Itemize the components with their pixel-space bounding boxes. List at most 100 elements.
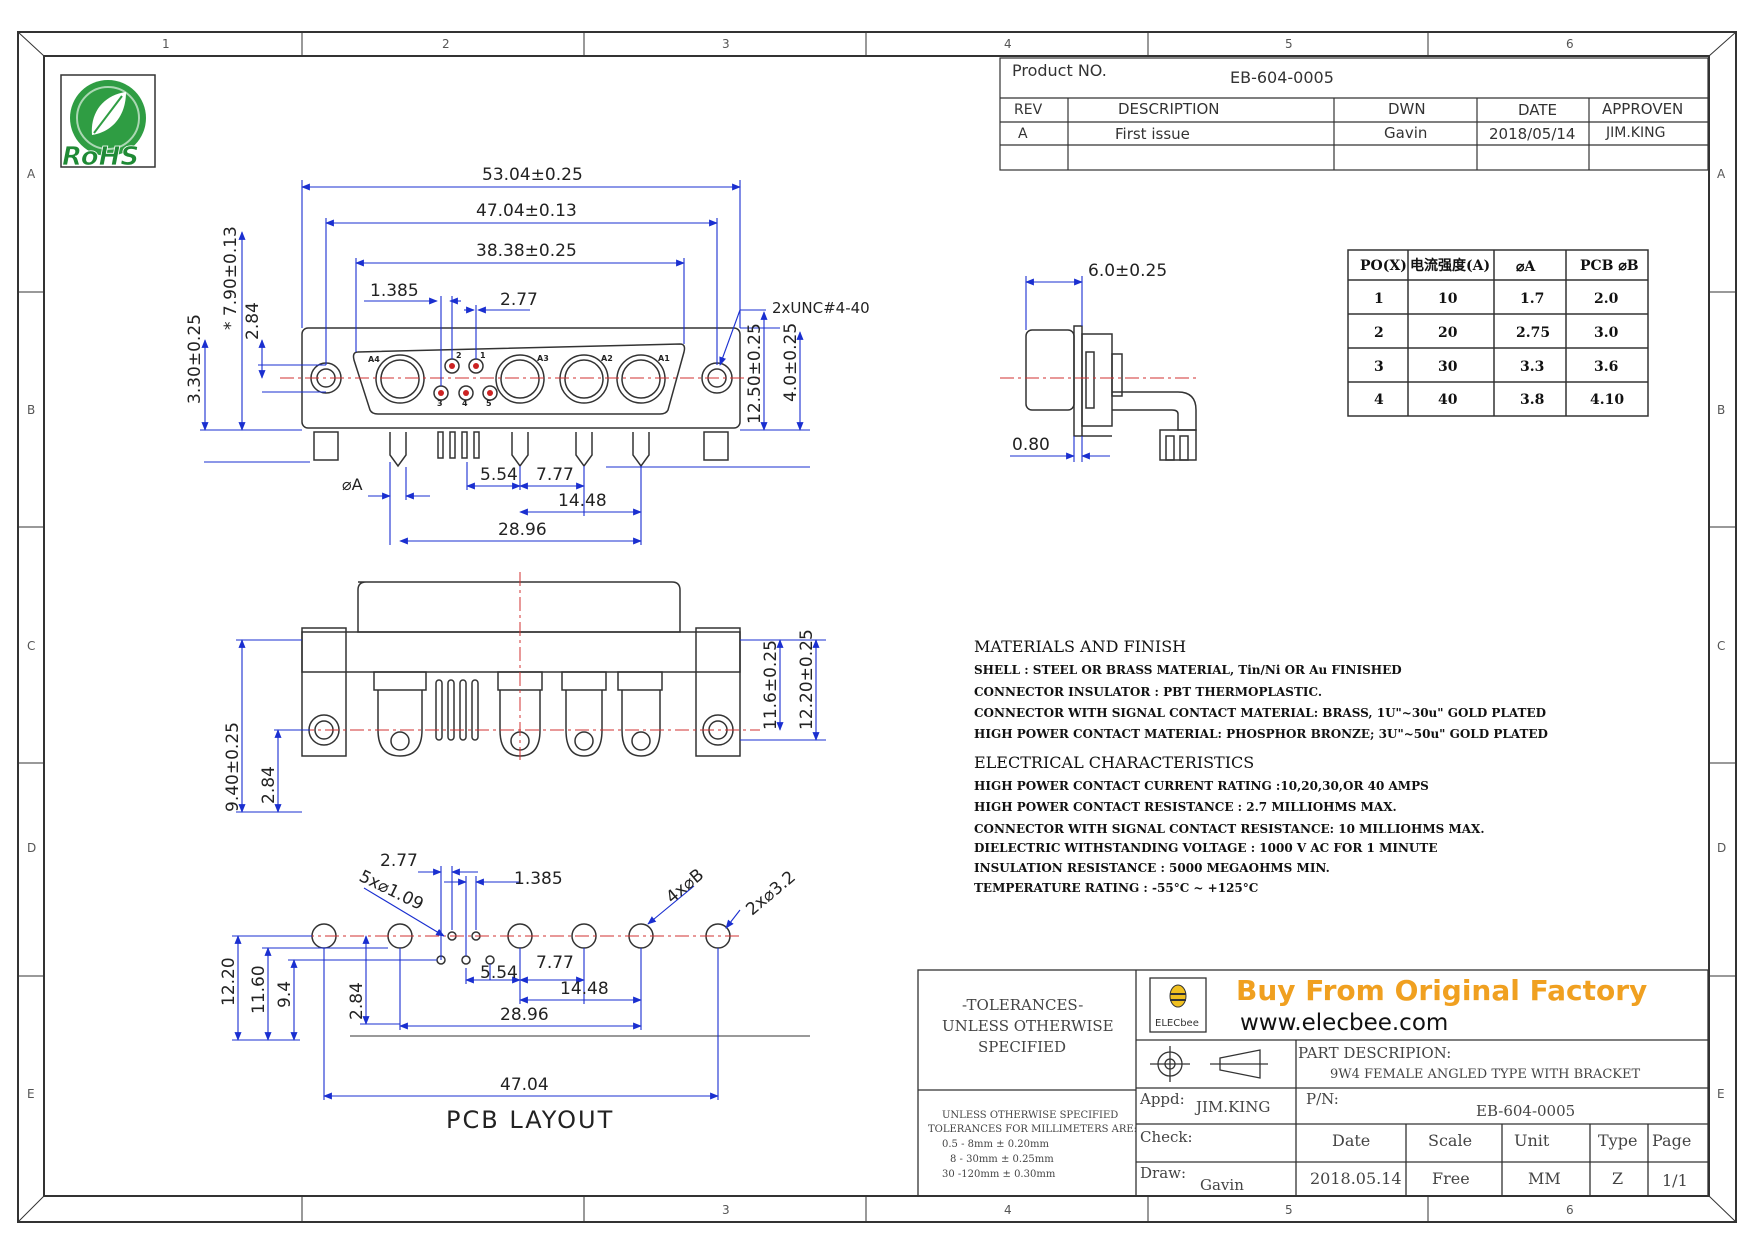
electrical-line-6: TEMPERATURE RATING : -55°C ~ +125°C <box>974 881 1258 895</box>
projection-symbol-icon <box>1150 1046 1268 1082</box>
pin-row3-b: 3.6 <box>1594 359 1618 375</box>
rev-cell-approven: JIM.KING <box>1605 125 1665 141</box>
rohs-text: RoHS <box>62 142 139 172</box>
elecbee-brand: ELECbee <box>1155 1018 1199 1029</box>
dim-bottom-940: 9.40±0.25 <box>223 722 243 812</box>
materials-line-2: CONNECTOR INSULATOR : PBT THERMOPLASTIC. <box>974 685 1322 699</box>
title-block: -TOLERANCES- UNLESS OTHERWISE SPECIFIED … <box>917 969 1709 1197</box>
tolerance-title-1: -TOLERANCES- <box>962 996 1083 1014</box>
factory-website[interactable]: www.elecbee.com <box>1240 1010 1448 1036</box>
dim-284: 2.84 <box>243 302 263 340</box>
dim-signal-pitch: 1.385 <box>370 281 419 301</box>
pcb-dim-1220: 12.20 <box>219 957 239 1006</box>
pcb-dim-2896: 28.96 <box>500 1005 549 1025</box>
pcb-dim-277: 2.77 <box>380 851 418 871</box>
pin-row2-b: 3.0 <box>1594 325 1619 341</box>
zone-left-c: C <box>27 639 35 653</box>
pcb-dim-777: 7.77 <box>536 953 574 973</box>
pin-label-a2: A2 <box>601 354 613 363</box>
materials-line-1: SHELL : STEEL OR BRASS MATERIAL, Tin/Ni … <box>974 663 1402 677</box>
zone-right-e: E <box>1717 1087 1725 1101</box>
rev-header-dwn: DWN <box>1388 100 1426 118</box>
draw-value: Gavin <box>1200 1176 1244 1194</box>
pn-label: P/N: <box>1306 1090 1339 1108</box>
dim-side-080: 0.80 <box>1012 435 1050 455</box>
rev-cell-dwn: Gavin <box>1384 124 1427 142</box>
electrical-line-4: DIELECTRIC WITHSTANDING VOLTAGE : 1000 V… <box>974 841 1437 855</box>
tolerance-line-1: UNLESS OTHERWISE SPECIFIED <box>942 1110 1118 1121</box>
pin-table: PO(X) 电流强度(A) ⌀A PCB ⌀B 1 10 1.7 2.0 2 2… <box>1347 249 1649 417</box>
dim-bottom-284: 2.84 <box>259 766 279 804</box>
zone-bottom-5: 5 <box>1285 1203 1293 1217</box>
pin-row4-a: 3.8 <box>1520 392 1544 408</box>
side-view: 6.0±0.25 0.80 <box>1000 261 1200 462</box>
val-page: 1/1 <box>1662 1171 1688 1190</box>
electrical-line-3: CONNECTOR WITH SIGNAL CONTACT RESISTANCE… <box>974 822 1485 836</box>
pin-table-header-phia: ⌀A <box>1516 259 1536 275</box>
zone-right-b: B <box>1717 403 1725 417</box>
zone-labels: 1 2 3 4 5 6 3 4 5 6 A B C D E A B C D E <box>27 37 1726 1217</box>
front-view: A4 A3 A2 A1 2 1 3 4 5 <box>185 165 870 545</box>
pn-value: EB-604-0005 <box>1476 1102 1575 1120</box>
col-date: Date <box>1332 1131 1370 1150</box>
pcb-layout-title: PCB LAYOUT <box>446 1106 614 1134</box>
dim-777: 7.77 <box>536 465 574 485</box>
electrical-line-1: HIGH POWER CONTACT CURRENT RATING :10,20… <box>974 779 1429 793</box>
specifications: MATERIALS AND FINISH SHELL : STEEL OR BR… <box>974 637 1548 895</box>
zone-top-5: 5 <box>1285 37 1293 51</box>
rev-header-rev: REV <box>1014 102 1043 118</box>
dim-side-60: 6.0±0.25 <box>1088 261 1167 281</box>
pin-table-header-phib: PCB ⌀B <box>1580 258 1639 274</box>
zone-top-2: 2 <box>442 37 450 51</box>
dim-phi-a: ⌀A <box>342 475 363 494</box>
dim-1448: 14.48 <box>558 491 607 511</box>
dim-shell-width: 38.38±0.25 <box>476 241 577 261</box>
factory-banner[interactable]: Buy From Original Factory <box>1236 974 1647 1007</box>
pcb-dim-holes5: 5x⌀1.09 <box>356 867 427 915</box>
zone-left-d: D <box>27 841 36 855</box>
elecbee-logo: ELECbee <box>1155 984 1199 1029</box>
dim-height-790: * 7.90±0.13 <box>221 226 241 330</box>
check-label: Check: <box>1140 1128 1193 1146</box>
zone-bottom-3: 3 <box>722 1203 730 1217</box>
pcb-layout: 2.77 1.385 5x⌀1.09 4x⌀B 2x⌀3.2 12.20 11.… <box>219 851 810 1134</box>
dim-400: 4.0±0.25 <box>781 323 801 402</box>
pin-row4-b: 4.10 <box>1590 392 1624 408</box>
pin-label-1: 1 <box>480 351 486 360</box>
rev-cell-description: First issue <box>1115 125 1190 143</box>
zone-bottom-6: 6 <box>1566 1203 1574 1217</box>
pin-label-5: 5 <box>486 399 492 408</box>
materials-line-3: CONNECTOR WITH SIGNAL CONTACT MATERIAL: … <box>974 706 1546 720</box>
zone-left-b: B <box>27 403 35 417</box>
pcb-dim-284: 2.84 <box>347 982 367 1020</box>
pcb-dim-1160: 11.60 <box>249 965 269 1014</box>
dim-554: 5.54 <box>480 465 518 485</box>
pcb-dim-554: 5.54 <box>480 963 518 983</box>
pcb-dim-holes4: 4x⌀B <box>662 865 708 908</box>
rev-header-approven: APPROVEN <box>1602 100 1683 118</box>
pin-row2-pos: 2 <box>1374 325 1384 341</box>
appd-label: Appd: <box>1139 1090 1185 1108</box>
dim-bottom-116: 11.6±0.25 <box>761 640 781 730</box>
tolerance-line-2: TOLERANCES FOR MILLIMETERS ARE: <box>928 1124 1137 1135</box>
rev-header-date: DATE <box>1518 101 1557 119</box>
pin-label-a1: A1 <box>658 354 670 363</box>
draw-label: Draw: <box>1140 1164 1186 1182</box>
dim-330: 3.30±0.25 <box>185 314 205 404</box>
dim-1250: 12.50±0.25 <box>745 323 765 424</box>
val-date: 2018.05.14 <box>1310 1169 1402 1188</box>
val-unit: MM <box>1528 1169 1561 1188</box>
electrical-heading: ELECTRICAL CHARACTERISTICS <box>974 753 1254 772</box>
pin-row1-b: 2.0 <box>1594 291 1619 307</box>
bee-icon <box>1169 984 1187 1008</box>
rev-cell-rev: A <box>1018 126 1028 142</box>
dim-bottom-1220: 12.20±0.25 <box>797 629 817 730</box>
revision-block: Product NO. EB-604-0005 REV DESCRIPTION … <box>999 57 1709 171</box>
materials-heading: MATERIALS AND FINISH <box>974 637 1186 656</box>
zone-left-e: E <box>27 1087 35 1101</box>
val-scale: Free <box>1432 1169 1470 1188</box>
pin-table-header-pos: PO(X) <box>1360 258 1407 274</box>
part-desc: 9W4 FEMALE ANGLED TYPE WITH BRACKET <box>1330 1067 1640 1082</box>
dim-signal-pitch2: 2.77 <box>500 290 538 310</box>
